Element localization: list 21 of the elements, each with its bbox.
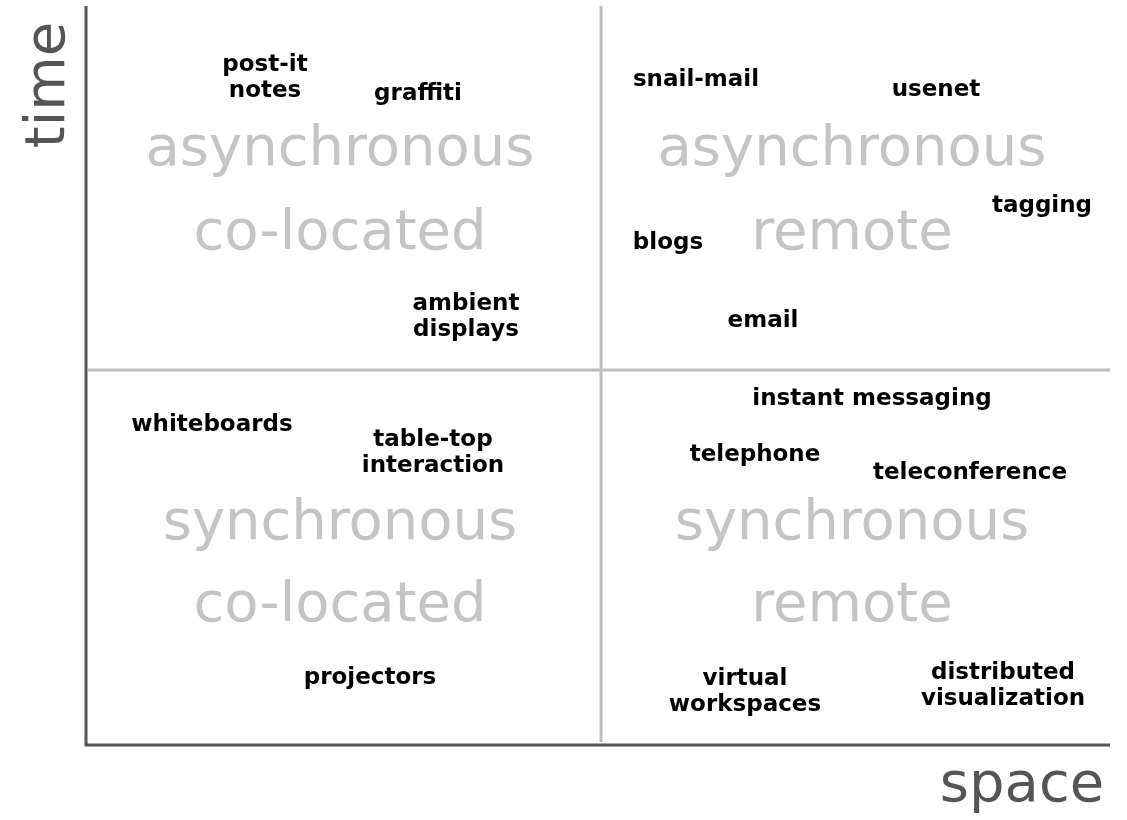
example-label: email bbox=[727, 306, 799, 332]
quadrant-title: co-located bbox=[193, 574, 487, 630]
example-label: distributed visualization bbox=[919, 658, 1087, 710]
example-label: projectors bbox=[303, 663, 437, 689]
example-label: post-it notes bbox=[221, 50, 309, 102]
example-label: ambient displays bbox=[411, 289, 521, 341]
example-label: virtual workspaces bbox=[667, 664, 823, 716]
example-label: whiteboards bbox=[131, 410, 293, 436]
example-label: telephone bbox=[689, 440, 821, 466]
example-label: blogs bbox=[632, 228, 704, 254]
example-label: graffiti bbox=[374, 79, 462, 105]
example-label: tagging bbox=[991, 191, 1093, 217]
example-label: teleconference bbox=[873, 458, 1067, 484]
quadrant-title: co-located bbox=[193, 202, 487, 258]
example-label: instant messaging bbox=[752, 384, 992, 410]
axis-title: time bbox=[17, 21, 73, 149]
quadrant-title: remote bbox=[751, 574, 953, 630]
quadrant-title: remote bbox=[751, 202, 953, 258]
example-label: snail-mail bbox=[632, 65, 760, 91]
example-label: table-top interaction bbox=[360, 425, 506, 477]
example-label: usenet bbox=[891, 75, 981, 101]
